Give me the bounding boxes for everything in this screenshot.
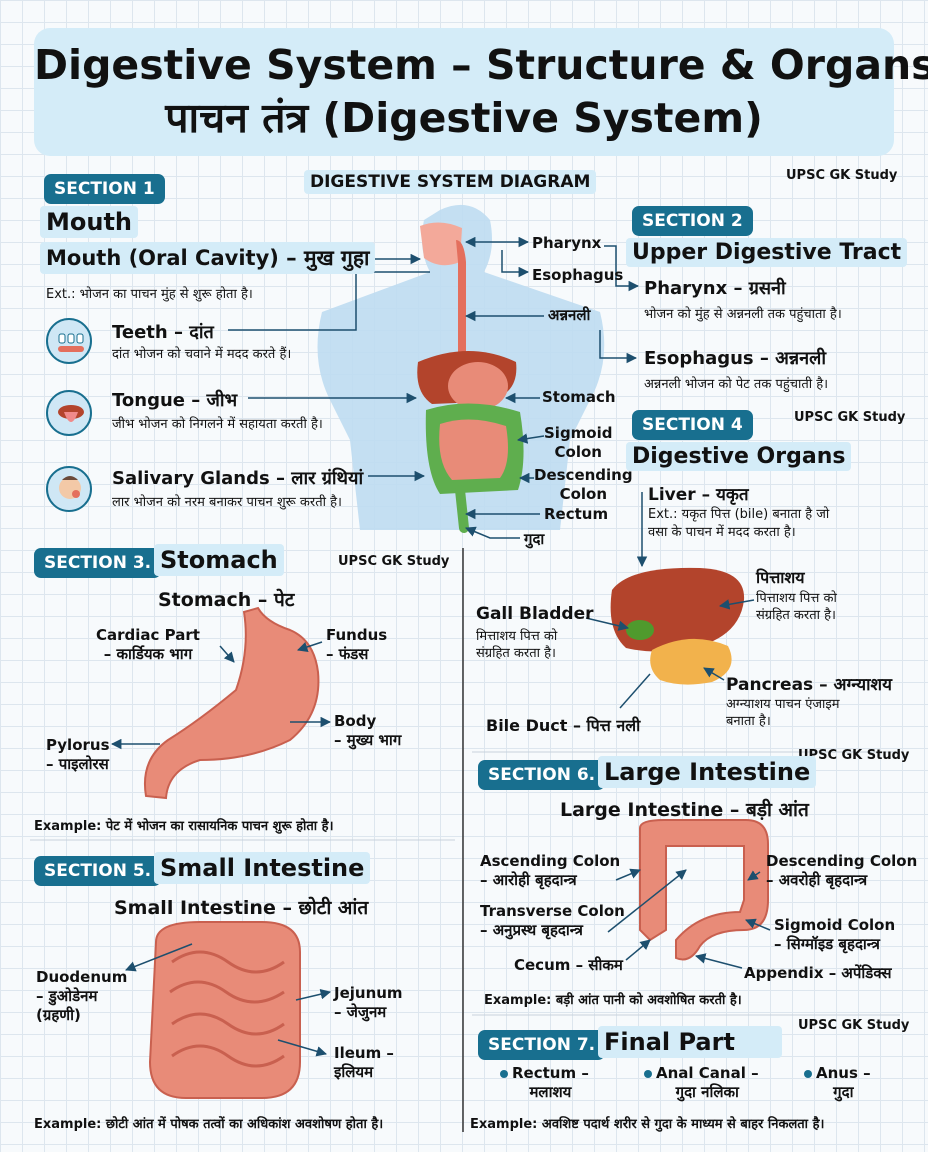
label-cardiac-part: Cardiac Part – कार्डियक भाग bbox=[96, 626, 200, 663]
section3-title: Stomach bbox=[154, 544, 284, 576]
page-title-hindi: पाचन तंत्र (Digestive System) bbox=[165, 94, 763, 142]
final-anal-canal: Anal Canal – गुदा नलिका bbox=[656, 1064, 759, 1101]
study-tag: UPSC GK Study bbox=[786, 168, 898, 183]
label-annanali: अन्ननली bbox=[548, 306, 591, 324]
label-esophagus: Esophagus bbox=[532, 266, 624, 284]
section5-title: Small Intestine bbox=[154, 852, 371, 884]
label-cecum: Cecum – सीकम bbox=[514, 956, 623, 974]
study-tag-s7: UPSC GK Study bbox=[798, 1018, 910, 1033]
stomach-illustration bbox=[144, 606, 320, 800]
page-title: Digestive System – Structure & Organs bbox=[34, 41, 928, 89]
bile-duct-label: Bile Duct – पित्त नली bbox=[486, 716, 641, 735]
section3-subtitle: Stomach – पेट bbox=[158, 589, 295, 611]
study-tag-s3: UPSC GK Study bbox=[338, 554, 450, 569]
section7-title: Final Part bbox=[598, 1026, 782, 1058]
section5-example: Example: छोटी आंत में पोषक तत्वों का अधि… bbox=[34, 1117, 384, 1132]
label-pylorus: Pylorus – पाइलोरस bbox=[46, 736, 110, 773]
salivary-title: Salivary Glands – लार ग्रंथियां bbox=[112, 468, 364, 489]
label-descending-colon: Descending Colon bbox=[534, 466, 633, 503]
header-banner: Digestive System – Structure & Organs पा… bbox=[34, 28, 928, 156]
study-tag-s6: UPSC GK Study bbox=[798, 748, 910, 763]
section4-badge: SECTION 4 bbox=[632, 410, 753, 440]
esophagus-title: Esophagus – अन्ननली bbox=[644, 348, 827, 369]
tongue-desc: जीभ भोजन को निगलने में सहायता करती है। bbox=[112, 417, 323, 432]
label-pharynx: Pharynx bbox=[532, 234, 602, 252]
section4-title: Digestive Organs bbox=[626, 442, 852, 471]
teeth-title: Teeth – दांत bbox=[112, 322, 214, 343]
section2-title: Upper Digestive Tract bbox=[626, 238, 908, 267]
label-sigmoid-colon: Sigmoid Colon bbox=[544, 424, 613, 461]
teeth-icon bbox=[46, 318, 92, 364]
pharynx-desc: भोजन को मुंह से अन्ननली तक पहुंचाता है। bbox=[644, 307, 842, 322]
section1-ext: Ext.: भोजन का पाचन मुंह से शुरू होता है। bbox=[46, 287, 253, 302]
salivary-glands-icon bbox=[46, 466, 92, 512]
label-duodenum: Duodenum – डुओडेनम (ग्रहणी) bbox=[36, 968, 128, 1024]
section7-example: Example: अवशिष्ट पदार्थ शरीर से गुदा के … bbox=[470, 1117, 825, 1132]
liver-title: Liver – यकृत bbox=[648, 485, 749, 505]
large-intestine-illustration bbox=[639, 819, 769, 961]
label-body: Body – मुख्य भाग bbox=[334, 712, 402, 749]
pittashay-desc: पित्ताशय पित्त को संग्रहित करता है। bbox=[756, 591, 837, 623]
pittashay-title: पित्ताशय bbox=[756, 568, 805, 587]
human-torso-diagram bbox=[317, 204, 605, 533]
diagram-title: DIGESTIVE SYSTEM DIAGRAM bbox=[304, 170, 597, 194]
final-rectum: Rectum – मलाशय bbox=[512, 1064, 589, 1101]
pancreas-desc: अग्न्याशय पाचन एंजाइम बनाता है। bbox=[726, 697, 840, 729]
section1-subtitle: Mouth (Oral Cavity) – मुख गुहा bbox=[40, 242, 376, 274]
section7-badge: SECTION 7. bbox=[478, 1030, 606, 1060]
label-ascending-colon: Ascending Colon – आरोही बृहदान्त्र bbox=[480, 852, 621, 889]
section6-subtitle: Large Intestine – बड़ी आंत bbox=[560, 799, 809, 821]
bullet-icon bbox=[804, 1070, 812, 1078]
gall-bladder-title: Gall Bladder bbox=[476, 604, 594, 624]
liver-illustration bbox=[610, 567, 745, 685]
salivary-desc: लार भोजन को नरम बनाकर पाचन शुरू करती है। bbox=[112, 495, 342, 510]
gall-bladder-desc: मित्ताशय पित्त को संग्रहित करता है। bbox=[476, 629, 558, 661]
section1-title: Mouth bbox=[40, 206, 139, 238]
label-fundus: Fundus – फंडस bbox=[326, 626, 388, 663]
section1-badge: SECTION 1 bbox=[44, 174, 165, 204]
study-tag-s4: UPSC GK Study bbox=[794, 410, 906, 425]
section2-badge: SECTION 2 bbox=[632, 206, 753, 236]
liver-ext: Ext.: यकृत पित्त (bile) बनाता है जो वसा … bbox=[648, 507, 830, 540]
section3-badge: SECTION 3. bbox=[34, 548, 162, 578]
label-appendix: Appendix – अपेंडिक्स bbox=[744, 964, 892, 982]
label-sigmoid-colon-li: Sigmoid Colon – सिग्मॉइड बृहदान्त्र bbox=[774, 916, 896, 953]
teeth-desc: दांत भोजन को चवाने में मदद करते हैं। bbox=[112, 347, 292, 362]
section5-badge: SECTION 5. bbox=[34, 856, 162, 886]
pancreas-title: Pancreas – अग्न्याशय bbox=[726, 675, 892, 695]
label-jejunum: Jejunum – जेजुनम bbox=[334, 984, 403, 1021]
section3-example: Example: पेट में भोजन का रासायनिक पाचन श… bbox=[34, 819, 334, 834]
label-transverse-colon: Transverse Colon – अनुप्रस्थ बृहदान्त्र bbox=[480, 902, 625, 939]
label-guda: गुदा bbox=[524, 530, 545, 548]
small-intestine-illustration bbox=[148, 921, 301, 1099]
tongue-title: Tongue – जीभ bbox=[112, 390, 238, 411]
label-descending-colon-li: Descending Colon – अवरोही बृहदान्त्र bbox=[766, 852, 918, 889]
section5-subtitle: Small Intestine – छोटी आंत bbox=[114, 897, 369, 919]
tongue-icon bbox=[46, 390, 92, 436]
bullet-icon bbox=[644, 1070, 652, 1078]
label-rectum: Rectum bbox=[544, 505, 609, 523]
final-anus: Anus – गुदा bbox=[816, 1064, 871, 1101]
esophagus-desc: अन्ननली भोजन को पेट तक पहुंचाती है। bbox=[644, 377, 829, 392]
pharynx-title: Pharynx – ग्रसनी bbox=[644, 278, 786, 299]
section6-example: Example: बड़ी आंत पानी को अवशोषित करती ह… bbox=[484, 993, 742, 1008]
label-ileum: Ileum – इलियम bbox=[334, 1044, 394, 1081]
bullet-icon bbox=[500, 1070, 508, 1078]
label-stomach: Stomach bbox=[542, 388, 616, 406]
section6-badge: SECTION 6. bbox=[478, 760, 606, 790]
section6-title: Large Intestine bbox=[598, 756, 817, 788]
